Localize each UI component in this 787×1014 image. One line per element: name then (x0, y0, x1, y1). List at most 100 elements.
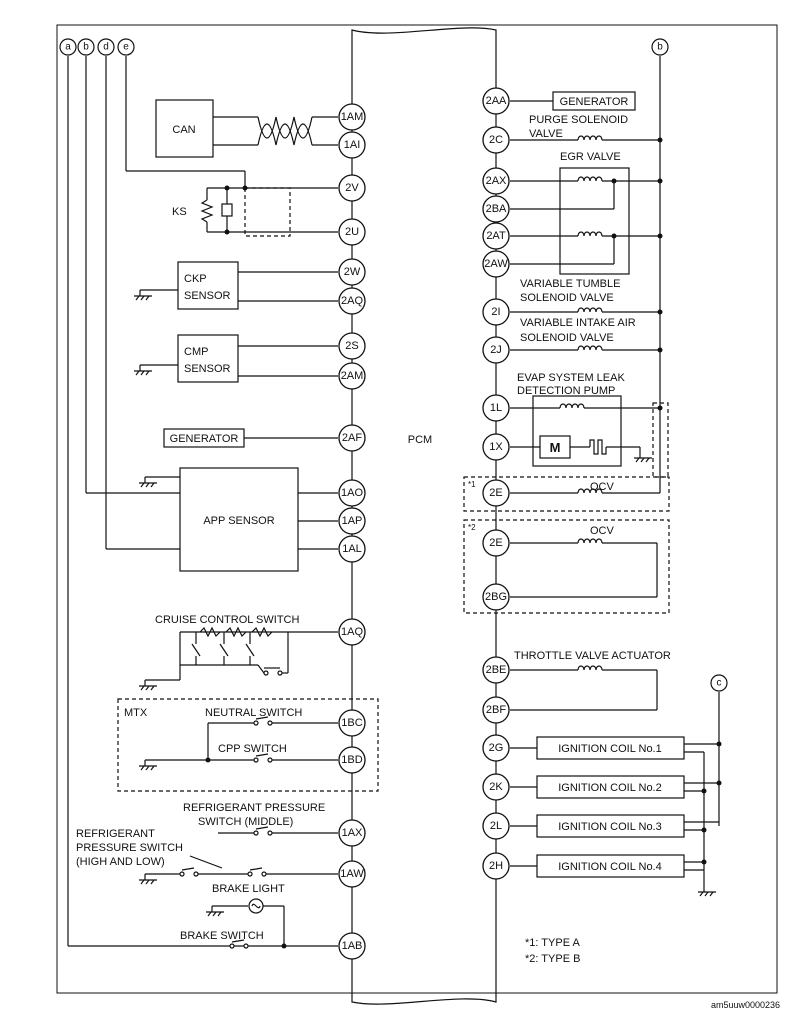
type-a-mark: *1 (468, 480, 476, 489)
svg-text:2BF: 2BF (486, 704, 506, 716)
pin-1AX: 1AX (338, 819, 366, 847)
svg-text:c: c (717, 678, 722, 689)
cmp-label-2: SENSOR (184, 363, 231, 375)
svg-text:1AO: 1AO (341, 487, 363, 499)
svg-text:2AA: 2AA (486, 95, 507, 107)
svg-text:2V: 2V (345, 182, 359, 194)
egr-valve-box (559, 167, 630, 275)
pin-2H: 2H (482, 852, 510, 880)
svg-text:2K: 2K (489, 781, 503, 793)
connector-b-left: b (77, 38, 95, 56)
motor-label: M (550, 440, 561, 455)
pin-1AP: 1AP (338, 507, 366, 535)
pin-1L: 1L (482, 394, 510, 422)
ocv-b-coil (510, 538, 658, 598)
app-sensor-wiring (139, 476, 338, 550)
svg-text:1AB: 1AB (342, 940, 363, 952)
connector-b-right: b (651, 38, 669, 56)
pin-2AT: 2AT (482, 222, 510, 250)
evap-dashed-link (652, 402, 669, 478)
svg-text:a: a (65, 42, 71, 53)
egr-valve-label: EGR VALVE (560, 151, 621, 163)
ckp-label-2: SENSOR (184, 290, 231, 302)
svg-text:2L: 2L (490, 820, 502, 832)
intake-label-2: SOLENOID VALVE (520, 332, 614, 344)
svg-text:2G: 2G (489, 742, 504, 754)
svg-text:2W: 2W (344, 266, 361, 278)
svg-text:2U: 2U (345, 226, 359, 238)
svg-text:2AF: 2AF (342, 432, 362, 444)
svg-text:1AQ: 1AQ (341, 626, 363, 638)
right-b-bus (657, 56, 663, 493)
cmp-label-1: CMP (184, 346, 208, 358)
svg-text:1AM: 1AM (341, 111, 364, 123)
app-sensor-label: APP SENSOR (203, 515, 274, 527)
pin-2AM: 2AM (338, 362, 366, 390)
type-b-dashed-box (463, 519, 670, 614)
neutral-switch-label: NEUTRAL SWITCH (205, 707, 302, 719)
svg-text:b: b (83, 42, 89, 53)
can-twisted-pair (213, 116, 338, 146)
document-id: am5uuw0000236 (711, 1000, 780, 1010)
pin-1X: 1X (482, 433, 510, 461)
pin-2C: 2C (482, 126, 510, 154)
pin-1AL: 1AL (338, 535, 366, 563)
pin-2I: 2I (482, 298, 510, 326)
purge-label-1: PURGE SOLENOID (529, 114, 628, 126)
pin-2J: 2J (482, 336, 510, 364)
svg-text:1BC: 1BC (341, 717, 362, 729)
app-sensor-box (179, 467, 299, 572)
pin-1AW: 1AW (338, 860, 366, 888)
ignition-coil-1-label: IGNITION COIL No.1 (558, 743, 662, 755)
mtx-label: MTX (124, 707, 148, 719)
svg-text:1AL: 1AL (342, 543, 362, 555)
svg-text:2BE: 2BE (486, 664, 507, 676)
svg-text:2S: 2S (345, 340, 358, 352)
intake-coil (510, 345, 660, 351)
ocv-b-label: OCV (590, 525, 615, 537)
svg-text:2BG: 2BG (485, 591, 507, 603)
svg-text:2AM: 2AM (341, 370, 364, 382)
pin-1AM: 1AM (338, 103, 366, 131)
pin-2AF: 2AF (338, 424, 366, 452)
evap-label-1: EVAP SYSTEM LEAK (517, 372, 625, 384)
svg-text:d: d (103, 42, 109, 53)
evap-pump-wiring (510, 403, 660, 463)
pin-2V: 2V (338, 174, 366, 202)
svg-text:2AQ: 2AQ (341, 295, 363, 307)
pin-1BC: 1BC (338, 709, 366, 737)
svg-text:1AI: 1AI (344, 139, 361, 151)
brake-wiring (206, 898, 287, 949)
pin-1AO: 1AO (338, 479, 366, 507)
cmp-wiring (134, 345, 338, 377)
left-connector-wires (67, 56, 338, 947)
pin-1AB: 1AB (338, 932, 366, 960)
cruise-control-switch (139, 626, 338, 691)
pin-2AX: 2AX (482, 167, 510, 195)
pin-2K: 2K (482, 773, 510, 801)
ckp-wiring (134, 271, 338, 302)
svg-text:1AP: 1AP (342, 515, 363, 527)
evap-label-2: DETECTION PUMP (517, 385, 615, 397)
ks-label: KS (172, 206, 187, 218)
svg-text:2H: 2H (489, 860, 503, 872)
svg-text:2E: 2E (489, 537, 502, 549)
svg-text:2AW: 2AW (484, 258, 508, 270)
pcm-label: PCM (408, 434, 432, 446)
pin-2E-type-b: 2E (482, 529, 510, 557)
mtx-dashed-box (117, 698, 379, 792)
pin-2BE: 2BE (482, 656, 510, 684)
ckp-sensor-box (177, 261, 239, 310)
refrig-middle-label-1: REFRIGERANT PRESSURE (183, 802, 325, 814)
legend-type-b: *2: TYPE B (525, 953, 580, 965)
connector-a: a (59, 38, 77, 56)
throttle-actuator-wiring (510, 665, 658, 711)
svg-text:2E: 2E (489, 487, 502, 499)
svg-text:1X: 1X (489, 441, 503, 453)
tumble-label-2: SOLENOID VALVE (520, 292, 614, 304)
svg-text:1AX: 1AX (342, 827, 363, 839)
can-box (155, 99, 214, 158)
svg-text:2J: 2J (490, 344, 502, 356)
connector-e: e (117, 38, 135, 56)
